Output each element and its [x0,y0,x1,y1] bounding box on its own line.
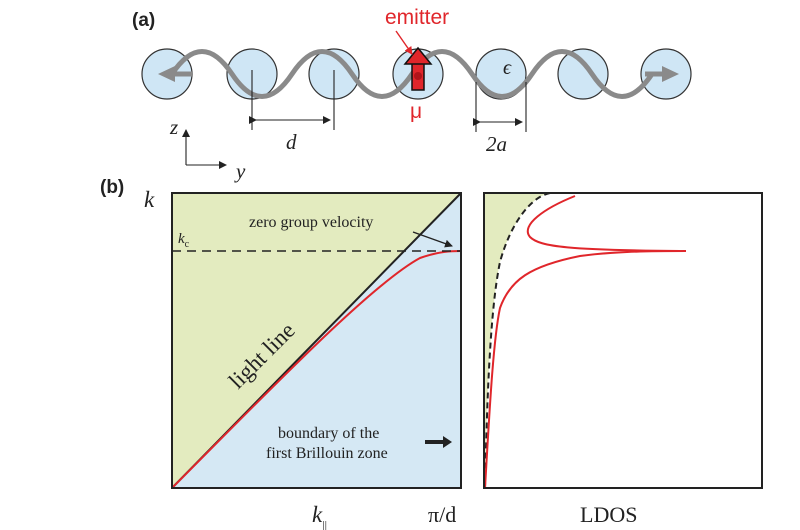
sphere-6 [557,48,609,100]
zero-group-velocity-arrow [412,231,453,248]
panel-b-label: (b) [100,177,124,198]
dispersion-frame [171,192,462,489]
axes-icon [182,129,227,169]
axis-y-label: y [234,159,246,183]
emitter-pointer-arrow [395,30,413,55]
x-axis-label: k|| [312,502,327,530]
right-arrow-icon [662,66,679,82]
panel-a-label: (a) [132,10,155,31]
emitter-label: emitter [385,6,449,29]
diameter-label: 2a [486,132,507,156]
emitter-dipole [403,46,433,91]
dipole-label: μ [410,100,422,123]
axis-z-label: z [169,115,178,139]
boundary-arrow-icon [443,436,452,448]
ldos-upper-branch [526,195,681,252]
dispersion-curve [171,250,462,489]
ldos-lower-branch [484,250,687,489]
ldos-label: LDOS [580,502,637,527]
x-end-label: π/d [428,502,456,527]
dispersion-plot [171,192,462,489]
ldos-plot [483,192,763,489]
sphere-5 [475,48,527,100]
boundary-label-line1: boundary of the [278,425,379,442]
zero-group-velocity-label: zero group velocity [249,214,373,231]
spacing-label: d [286,130,297,154]
left-arrow-icon [158,66,175,82]
dispersion-y-axis-label: k [144,187,155,212]
ldos-shaded-region [484,193,550,488]
epsilon-label: ϵ [503,57,512,79]
kc-label: kc [178,231,190,250]
ldos-frame [483,192,763,489]
boundary-label-line2: first Brillouin zone [266,445,388,462]
